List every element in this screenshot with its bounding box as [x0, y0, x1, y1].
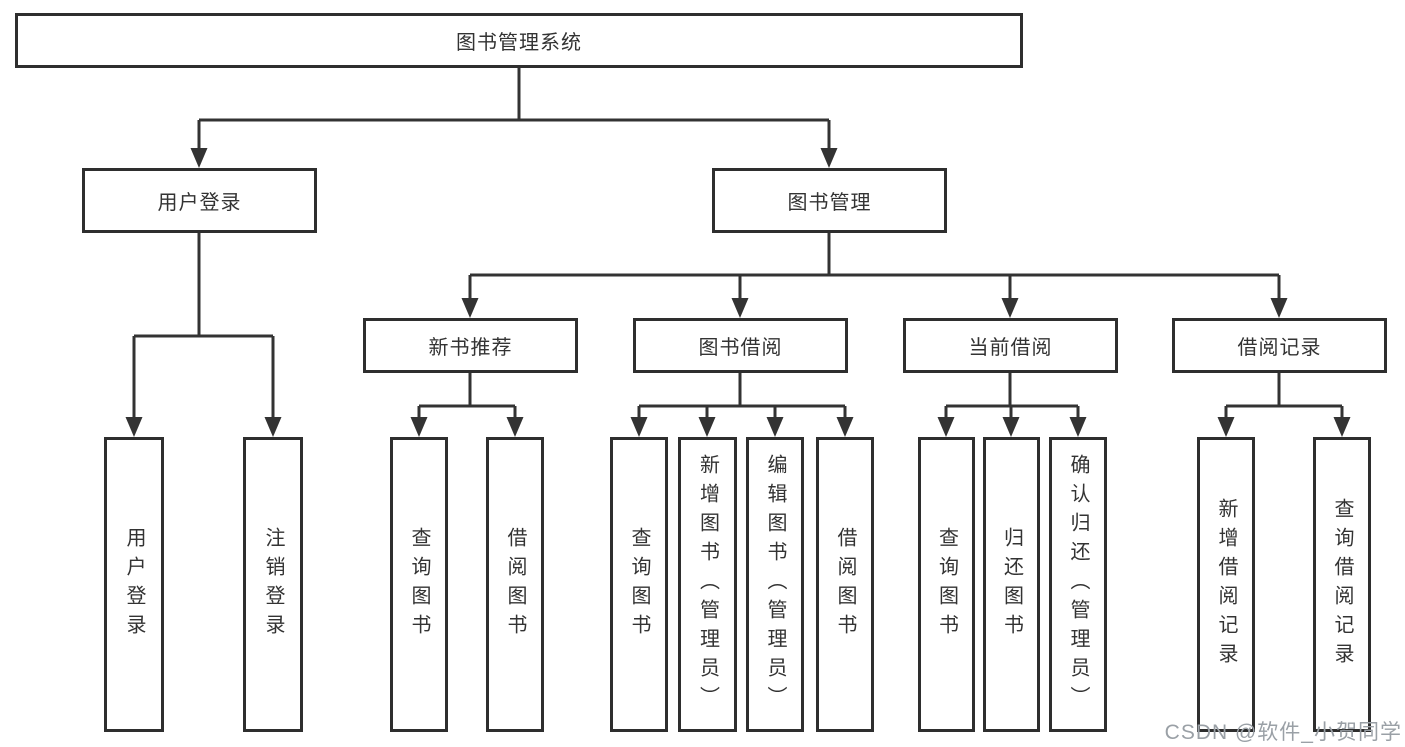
node-book-management: 图书管理 — [712, 168, 947, 233]
leaf-add-book-admin: 新增图书（管理员） — [678, 437, 737, 732]
arrow-down-icon — [836, 417, 854, 437]
leaf-label: 查询借阅记录 — [1331, 497, 1353, 672]
leaf-label: 借阅图书 — [834, 526, 856, 643]
node-user-login: 用户登录 — [82, 168, 317, 233]
arrow-down-icon — [410, 417, 428, 437]
arrow-down-icon — [731, 298, 749, 318]
leaf-add-borrow-record: 新增借阅记录 — [1197, 437, 1255, 732]
arrow-down-icon — [1217, 417, 1235, 437]
arrow-down-icon — [1069, 417, 1087, 437]
leaf-label: 查询图书 — [628, 526, 650, 643]
leaf-return-books: 归还图书 — [983, 437, 1040, 732]
arrow-down-icon — [698, 417, 716, 437]
arrowheads — [125, 148, 1351, 437]
arrow-down-icon — [630, 417, 648, 437]
leaf-label: 编辑图书（管理员） — [764, 454, 786, 715]
leaf-label: 查询图书 — [935, 526, 958, 643]
leaf-label: 归还图书 — [1000, 526, 1023, 643]
arrow-down-icon — [820, 148, 838, 168]
leaf-label: 新增借阅记录 — [1215, 497, 1237, 672]
leaf-borrow-books: 借阅图书 — [486, 437, 544, 732]
arrow-down-icon — [1270, 298, 1288, 318]
connector-root-to-level2 — [197, 68, 831, 151]
connector-user-login-to-leaves — [132, 233, 275, 420]
arrow-down-icon — [1002, 417, 1020, 437]
connector-lines — [132, 68, 1344, 420]
connector-new-book-to-leaves — [417, 373, 517, 420]
leaf-label: 借阅图书 — [504, 526, 526, 643]
arrow-down-icon — [766, 417, 784, 437]
arrow-down-icon — [1333, 417, 1351, 437]
leaf-label: 注销登录 — [262, 526, 284, 643]
node-book-borrow: 图书借阅 — [633, 318, 848, 373]
leaf-user-login: 用户登录 — [104, 437, 164, 732]
leaf-query-books: 查询图书 — [918, 437, 975, 732]
arrow-down-icon — [461, 298, 479, 318]
leaf-label: 查询图书 — [408, 526, 430, 643]
leaf-label: 用户登录 — [123, 526, 145, 643]
arrow-down-icon — [125, 417, 143, 437]
leaf-logout: 注销登录 — [243, 437, 303, 732]
leaf-query-books: 查询图书 — [390, 437, 448, 732]
node-current-borrow: 当前借阅 — [903, 318, 1118, 373]
leaf-label: 确认归还（管理员） — [1067, 454, 1089, 715]
node-new-book-recommend: 新书推荐 — [363, 318, 578, 373]
arrow-down-icon — [264, 417, 282, 437]
leaf-label: 新增图书（管理员） — [696, 454, 719, 715]
leaf-confirm-return-admin: 确认归还（管理员） — [1049, 437, 1107, 732]
node-root: 图书管理系统 — [15, 13, 1023, 68]
arrow-down-icon — [1001, 298, 1019, 318]
arrow-down-icon — [506, 417, 524, 437]
connector-book-mgmt-to-level3 — [468, 233, 1281, 301]
arrow-down-icon — [937, 417, 955, 437]
connector-book-borrow-to-leaves — [637, 373, 847, 420]
leaf-query-borrow-record: 查询借阅记录 — [1313, 437, 1371, 732]
node-borrow-records: 借阅记录 — [1172, 318, 1387, 373]
arrow-down-icon — [190, 148, 208, 168]
leaf-query-books: 查询图书 — [610, 437, 668, 732]
connector-borrow-record-to-leaves — [1224, 373, 1344, 420]
leaf-borrow-books: 借阅图书 — [816, 437, 874, 732]
leaf-edit-book-admin: 编辑图书（管理员） — [746, 437, 804, 732]
connector-current-borrow-to-leaves — [944, 373, 1080, 420]
